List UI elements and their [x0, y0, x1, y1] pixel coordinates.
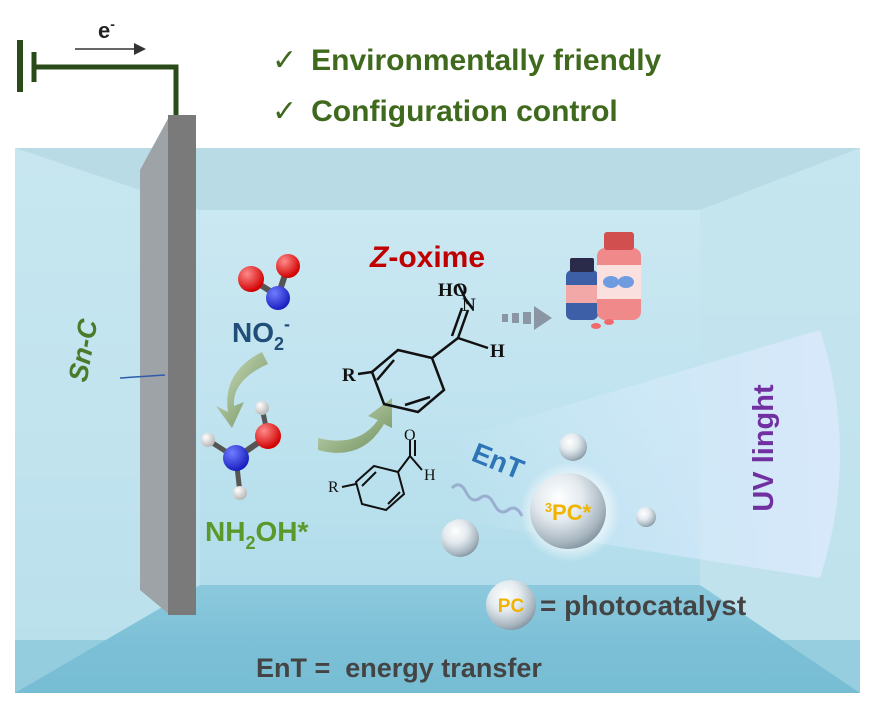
aldehyde-structure [341, 440, 423, 512]
electron-label: e- [98, 16, 115, 43]
aldehyde-r: R [328, 479, 339, 496]
pc-legend-badge: PC [498, 596, 525, 617]
check-icon: ✓ [272, 95, 297, 128]
dashed-arrow [502, 306, 552, 330]
pc-legend-text: = photocatalyst [540, 590, 746, 621]
ent-legend-text: EnT = energy transfer [256, 653, 542, 683]
oxime-n: N [462, 295, 476, 316]
medicine-bottles-icon [566, 232, 641, 329]
check-icon: ✓ [272, 44, 297, 77]
oxime-ho: HO [438, 280, 468, 301]
oxime-r: R [342, 365, 356, 386]
hydroxylamine-label: NH2OH* [205, 516, 308, 553]
nitrite-molecule [238, 254, 300, 310]
benefit-2: ✓Configuration control [272, 95, 618, 128]
z-oxime-structure [357, 283, 489, 414]
aldehyde-h: H [424, 467, 436, 484]
reduction-arrow [216, 352, 268, 428]
sn-c-electrode [119, 115, 196, 615]
condensation-arrow [318, 398, 392, 453]
oxime-h: H [490, 341, 505, 362]
excited-pc-label: 3PC* [545, 500, 592, 525]
aldehyde-o: O [404, 427, 416, 444]
photocatalyst-bubbles [441, 433, 656, 562]
product-label: Z-oxime [369, 241, 485, 274]
uv-light-label: UV linght [748, 384, 780, 512]
pc-legend-bubble [486, 580, 536, 630]
nitrite-label: NO2- [232, 314, 290, 354]
circuit-wire [17, 40, 179, 115]
benefit-1: ✓Environmentally friendly [272, 44, 662, 77]
hydroxylamine-molecule [201, 401, 281, 500]
energy-transfer-wave [450, 483, 524, 517]
